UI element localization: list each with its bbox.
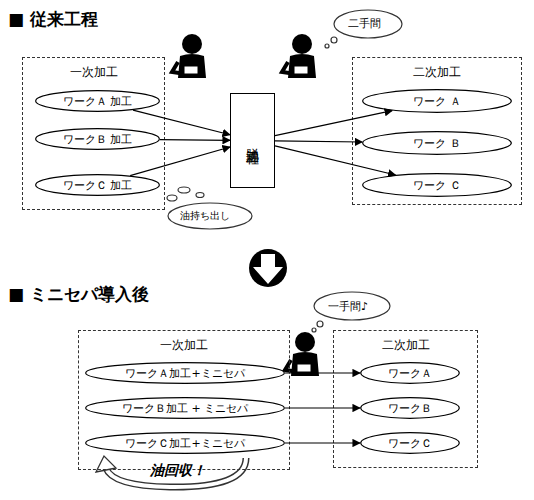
group-title: 一次加工 xyxy=(23,64,164,81)
node-text: 脱油工程 xyxy=(244,137,262,145)
thought-bubble xyxy=(178,187,190,193)
process-ellipse: ワークＢ 加工 xyxy=(35,128,160,150)
process-ellipse: ワークＡ xyxy=(360,362,460,384)
process-group: 一次加工ワークＡ加工+ミニセパワークＢ加工 + ミニセパワークＣ加工+ミニセパ xyxy=(78,330,290,470)
group-title: 二次加工 xyxy=(353,64,521,81)
process-ellipse: ワークＣ xyxy=(360,432,460,454)
note-text: 二手間 xyxy=(348,16,381,31)
note-text: 一手間♪ xyxy=(328,299,368,314)
thought-bubble xyxy=(167,195,177,201)
worker-figure xyxy=(172,34,206,78)
process-group: 一次加工ワークＡ 加工ワークＢ 加工ワークＣ 加工 xyxy=(22,57,165,210)
node-text: ワークＢ 加工 xyxy=(63,132,133,147)
thought-bubble xyxy=(325,44,329,48)
worker-figure xyxy=(282,34,316,78)
thought-cloud xyxy=(168,203,252,229)
recovery-arrow xyxy=(96,456,246,487)
thought-bubble xyxy=(312,328,316,332)
process-group: 二次加工ワーク Ａ ワーク Ｂ ワーク Ｃ xyxy=(352,57,522,205)
worker-figure xyxy=(285,332,319,376)
node-text: ワークＢ xyxy=(388,401,432,416)
flow-arrow xyxy=(275,141,362,142)
group-title: 一次加工 xyxy=(79,337,289,354)
flow-arrow xyxy=(133,110,230,135)
section-heading: ■ 従来工程 xyxy=(8,8,98,31)
process-ellipse: ワークＣ加工+ミニセパ xyxy=(85,432,285,454)
thought-bubble xyxy=(196,193,204,198)
node-text: ワーク Ｃ xyxy=(413,178,461,193)
note-text: 油回収！ xyxy=(150,462,206,480)
flow-arrow xyxy=(285,407,360,408)
node-text: ワークＢ加工 + ミニセパ xyxy=(122,401,248,416)
flow-arrow xyxy=(160,139,230,141)
node-text: ワークＣ xyxy=(388,436,432,451)
node-text: ワーク Ｂ xyxy=(413,136,461,151)
transition-arrow xyxy=(249,249,287,287)
thought-cloud xyxy=(334,10,402,38)
thought-cloud xyxy=(314,292,390,320)
process-ellipse: ワークＢ加工 + ミニセパ xyxy=(85,397,285,419)
flow-arrow xyxy=(130,147,230,176)
note-text: 油持ち出し xyxy=(180,209,230,223)
node-text: ワークＡ加工+ミニセパ xyxy=(125,366,244,381)
process-ellipse: ワーク Ｃ xyxy=(362,173,512,197)
node-text: ワークＡ xyxy=(388,366,432,381)
node-text: ワークＡ 加工 xyxy=(63,94,133,109)
process-ellipse: ワーク Ａ xyxy=(362,89,512,113)
flow-arrow xyxy=(275,111,392,136)
process-ellipse: ワークＡ 加工 xyxy=(35,90,160,112)
node-text: ワークＣ 加工 xyxy=(63,178,133,193)
flow-arrow xyxy=(285,372,360,373)
flow-arrow xyxy=(285,442,360,443)
flow-arrow xyxy=(275,146,396,175)
section-heading: ■ ミニセパ導入後 xyxy=(8,283,149,306)
process-ellipse: ワークＡ加工+ミニセパ xyxy=(85,362,285,384)
group-title: 二次加工 xyxy=(334,337,477,354)
node-text: ワーク Ａ xyxy=(413,94,461,109)
thought-bubble xyxy=(331,37,337,43)
thought-bubble xyxy=(317,321,323,327)
process-box: 脱油工程 xyxy=(230,93,275,188)
process-ellipse: ワークＣ 加工 xyxy=(35,174,160,196)
process-ellipse: ワーク Ｂ xyxy=(362,131,512,155)
node-text: ワークＣ加工+ミニセパ xyxy=(125,436,244,451)
process-group: 二次加工ワークＡ ワークＢ ワークＣ xyxy=(333,330,478,468)
process-ellipse: ワークＢ xyxy=(360,397,460,419)
